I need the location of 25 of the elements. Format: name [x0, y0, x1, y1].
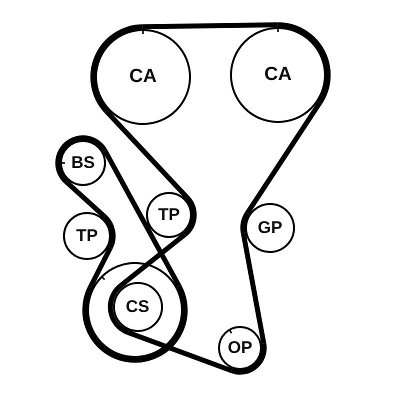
belt-line	[104, 110, 190, 200]
pulley-label: OP	[228, 339, 252, 357]
pulley	[245, 203, 295, 253]
pulley	[230, 27, 326, 123]
pulley	[218, 326, 262, 370]
pulley-label: GP	[258, 219, 282, 237]
belt-line	[127, 330, 232, 374]
pulley	[146, 192, 192, 238]
pulley	[95, 29, 191, 125]
belt-line	[142, 22, 278, 30]
belt-line	[88, 246, 113, 288]
pulley-label: CA	[264, 65, 292, 85]
pulley-label: BS	[71, 154, 95, 172]
belt-line	[64, 180, 106, 218]
belt-line	[240, 232, 266, 344]
pulley-label: TP	[158, 206, 180, 224]
pulley-label: CS	[126, 298, 150, 316]
belt-line	[245, 101, 322, 214]
pulley-label: CA	[129, 67, 157, 87]
belt-line	[119, 232, 186, 288]
belt-line	[102, 150, 182, 288]
pulley	[63, 212, 111, 260]
pulley-label: TP	[76, 227, 98, 245]
pulley	[112, 282, 162, 332]
pulley	[87, 262, 183, 358]
